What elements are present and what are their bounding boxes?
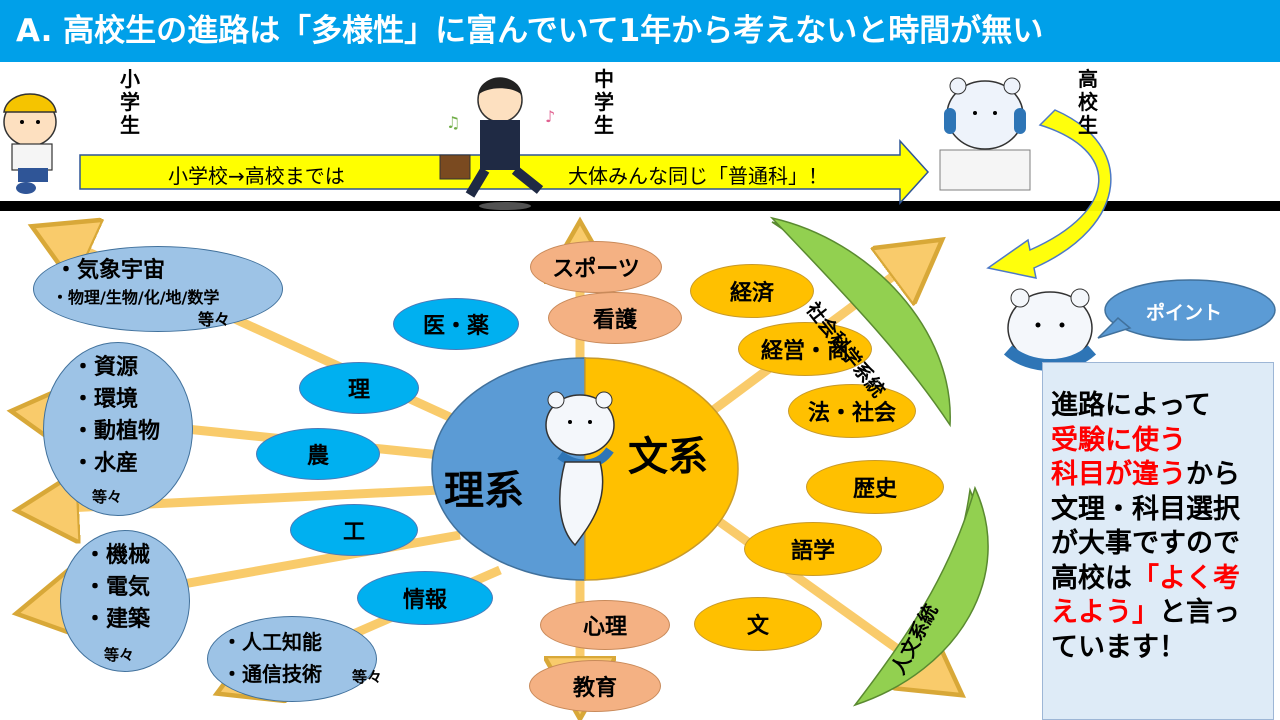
group-weather-oval [33,246,283,332]
timeline-arrow [79,139,930,205]
field-science-dept: 理 [299,362,419,414]
point-line-2: 受験に使う [1051,424,1186,456]
group-weather-line2: ・物理/生物/化/地/数学 [52,288,220,307]
field-law: 法・社会 [788,384,916,438]
field-agriculture: 農 [256,428,380,480]
curved-arrow [986,109,1112,279]
group-weather-etc: 等々 [198,310,231,329]
field-language: 語学 [744,522,882,576]
group-resources-list: ・資源 ・環境 ・動植物 ・水産 [72,355,161,476]
point-line-4: 文理・科目選択 [1051,493,1240,525]
field-psychology: 心理 [540,600,670,650]
group-machinery-etc: 等々 [104,646,135,664]
group-machinery-oval [60,530,190,672]
point-line-8: ています！ [1051,631,1186,663]
group-ai-oval [207,616,377,702]
field-nursing: 看護 [548,292,682,344]
point-bear-illustration [1003,288,1097,371]
group-weather-line1: ・気象宇宙 [55,258,166,283]
field-business: 経営・商 [738,322,872,376]
timeline-divider [0,201,1280,211]
point-line-5: が大事ですので [1051,528,1240,559]
group-machinery-list: ・機械 ・電気 ・建築 [84,543,151,632]
middle-label: 中学生 [594,67,614,137]
group-resources-oval [43,342,193,516]
arrow-text-right: 大体みんな同じ「普通科」！ [568,164,828,188]
humanities-band-fill [852,485,989,707]
humanities-label: 文系 [628,434,708,480]
svg-text:♪: ♪ [545,107,555,126]
high-label: 高校生 [1078,67,1098,137]
field-information: 情報 [357,571,493,625]
field-education: 教育 [529,660,661,712]
social-science-band-fill [769,216,951,428]
field-engineering: 工 [290,504,418,556]
field-medicine: 医・薬 [393,298,519,350]
point-panel: 進路によって 受験に使う 科目が違うから 文理・科目選択 が大事ですので 高校は… [1042,362,1274,720]
high-school-bear-illustration [939,77,1031,191]
group-ai-line2: ・通信技術 [222,662,322,686]
group-ai-line1: ・人工知能 [222,630,322,654]
elementary-label: 小学生 [120,67,140,137]
science-label: 理系 [444,468,524,514]
point-line-6: 高校は「よく考 [1051,562,1240,594]
field-literature: 文 [694,597,822,651]
field-history: 歴史 [806,460,944,514]
slide-title: A. 高校生の進路は「多様性」に富んでいて1年から考えないと時間が無い [0,0,1280,62]
point-label: ポイント [1146,302,1223,324]
svg-text:♫: ♫ [446,113,460,132]
point-line-1: 進路によって [1051,390,1211,421]
field-economics: 経済 [690,264,814,318]
point-line-7: えよう」と言っ [1051,597,1240,628]
humanities-half [584,357,739,581]
arrow-text-left: 小学校→高校までは [168,164,345,188]
center-bear-illustration [545,391,615,547]
group-ai-etc: 等々 [352,668,383,686]
field-sports: スポーツ [530,241,662,293]
middle-student-illustration: ♫ ♪ [439,77,555,210]
point-line-3: 科目が違うから [1051,459,1240,490]
elementary-student-illustration [3,93,57,194]
group-resources-etc: 等々 [92,488,123,506]
